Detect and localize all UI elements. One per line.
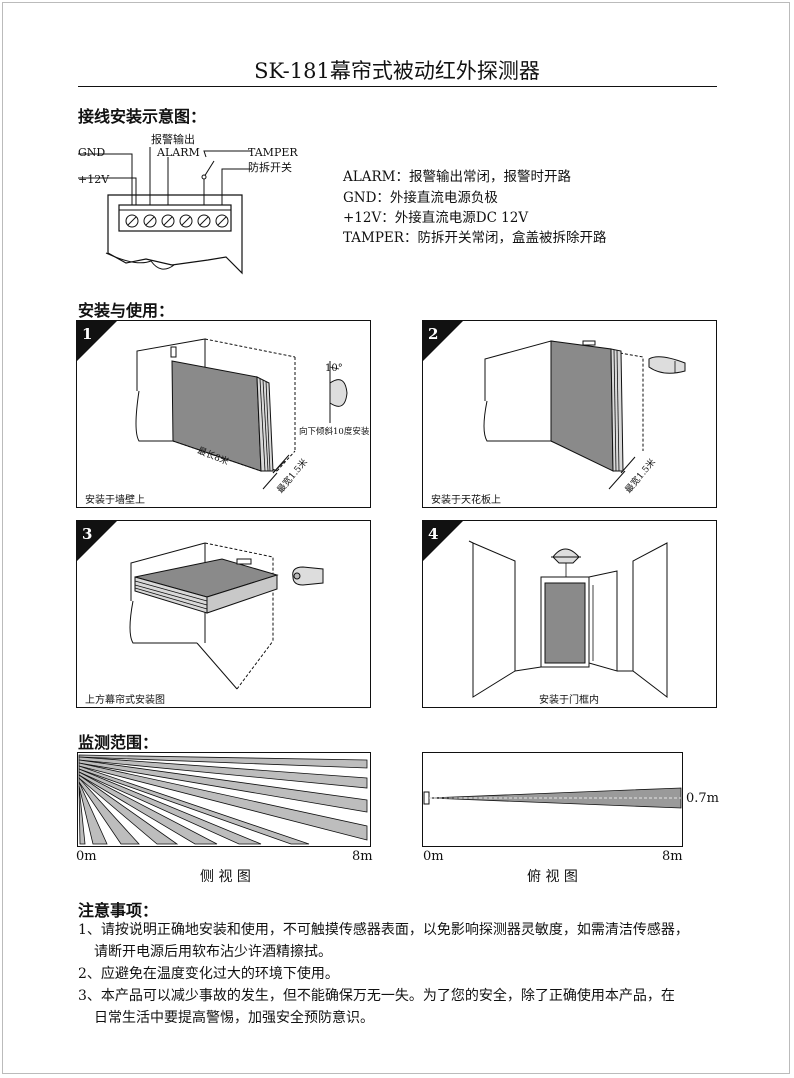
install-panel-overhead: 3 上方幕帘式安装图 — [76, 520, 371, 708]
panel-caption: 安装于墙壁上 — [85, 495, 145, 506]
top-view-width: 0.7m — [686, 791, 720, 806]
panel-corner — [423, 521, 463, 561]
install-panel-wall: 1 10° 向下倾斜10度安装 最长8米 最宽1.5米 安装于墙壁上 — [76, 320, 371, 508]
note-item: 1、请按说明正确地安装和使用，不可触摸传感器表面，以免影响探测器灵敏度，如需清洁… — [78, 919, 689, 939]
notes-heading: 注意事项： — [78, 901, 159, 920]
label-gnd: GND — [78, 146, 106, 159]
label-12v: +12V — [78, 173, 110, 186]
note-number: 1、 — [78, 922, 101, 938]
panel-number: 2 — [428, 325, 439, 343]
side-view-label: 侧 视 图 — [200, 869, 251, 885]
doorframe-illustration — [468, 540, 668, 699]
wall-mount-illustration — [135, 338, 348, 490]
note-text: 请按说明正确地安装和使用，不可触摸传感器表面，以免影响探测器灵敏度，如需清洁传感… — [100, 922, 689, 938]
panel-number: 3 — [82, 525, 93, 543]
side-view-beams — [78, 754, 368, 845]
panel-caption: 上方幕帘式安装图 — [85, 695, 165, 706]
note-number: 3、 — [78, 988, 101, 1004]
range-heading: 监测范围： — [78, 733, 159, 752]
panel-corner — [77, 521, 117, 561]
top-view-start: 0m — [423, 849, 444, 864]
note-item: 3、本产品可以减少事故的发生，但不能确保万无一失。为了您的安全，除了正确使用本产… — [78, 985, 675, 1005]
label-tamper-switch: 防拆开关 — [248, 161, 292, 174]
tilt-note: 向下倾斜10度安装 — [299, 427, 370, 437]
side-view-start: 0m — [76, 849, 97, 864]
note-text: 本产品可以减少事故的发生，但不能确保万无一失。为了您的安全，除了正确使用本产品，… — [100, 988, 675, 1004]
title-rule — [78, 86, 717, 87]
side-view-end: 8m — [352, 849, 373, 864]
panel-caption: 安装于门框内 — [539, 695, 599, 706]
side-view-diagram — [77, 752, 371, 847]
install-panel-doorframe: 4 安装于门框内 — [422, 520, 717, 708]
label-tamper: TAMPER — [248, 146, 298, 159]
desc-alarm: ALARM：报警输出常闭，报警时开路 — [343, 169, 571, 185]
panel-number: 4 — [428, 525, 439, 543]
top-view-end: 8m — [662, 849, 683, 864]
top-view-diagram — [422, 752, 683, 847]
top-view-label: 俯 视 图 — [527, 869, 578, 885]
install-panel-ceiling: 2 最宽1.5米 安装于天花板上 — [422, 320, 717, 508]
wiring-diagram — [78, 147, 252, 275]
panel-corner — [423, 321, 463, 361]
tilt-angle: 10° — [325, 363, 343, 374]
panel-number: 1 — [82, 325, 93, 343]
note-continuation: 请断开电源后用软布沾少许酒精擦拭。 — [94, 944, 332, 960]
note-continuation: 日常生活中要提高警惕，加强安全预防意识。 — [94, 1010, 374, 1026]
note-item: 2、应避免在温度变化过大的环境下使用。 — [78, 963, 339, 983]
panel-caption: 安装于天花板上 — [431, 495, 501, 506]
wiring-heading: 接线安装示意图： — [78, 107, 207, 126]
overhead-mount-illustration — [129, 542, 324, 690]
panel-corner — [77, 321, 117, 361]
page-title: SK-181幕帘式被动红外探测器 — [254, 59, 540, 83]
ceiling-mount-illustration — [483, 340, 686, 490]
label-alarm: ALARM — [157, 146, 200, 159]
desc-gnd: GND：外接直流电源负极 — [343, 190, 498, 206]
note-number: 2、 — [78, 966, 101, 982]
install-heading: 安装与使用： — [78, 301, 175, 320]
label-alarm-output: 报警输出 — [151, 133, 195, 146]
note-text: 应避免在温度变化过大的环境下使用。 — [100, 966, 339, 982]
desc-tamper: TAMPER：防拆开关常闭，盒盖被拆除开路 — [343, 230, 607, 246]
desc-12v: +12V：外接直流电源DC 12V — [343, 210, 529, 226]
